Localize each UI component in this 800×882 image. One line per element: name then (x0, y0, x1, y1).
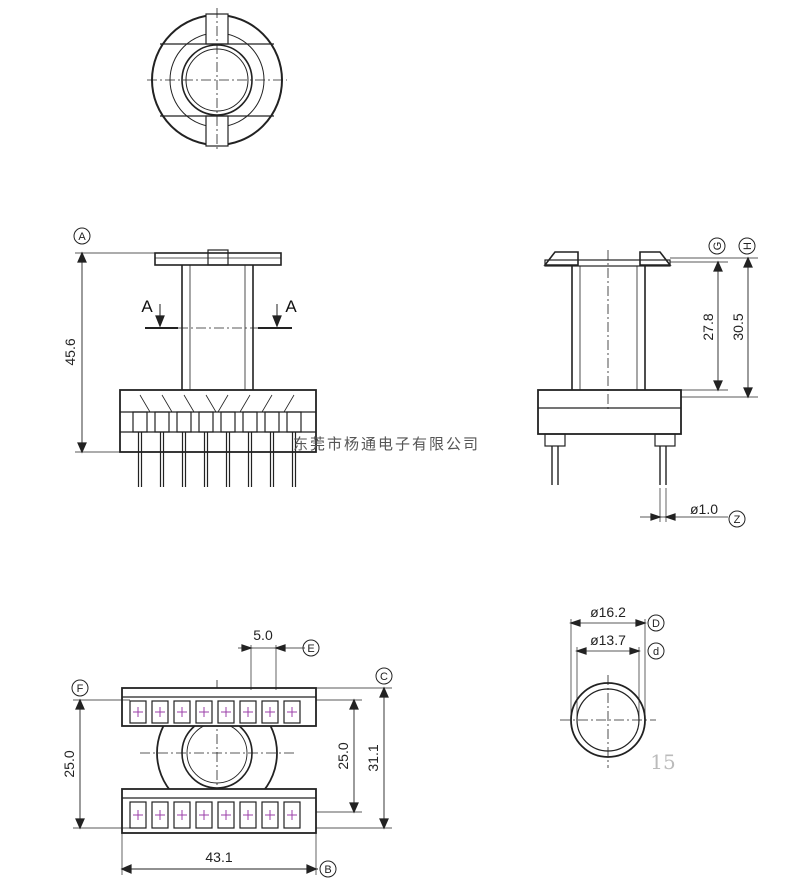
front-pin (261, 394, 280, 487)
company-watermark: 东莞市杨通电子有限公司 (293, 435, 480, 453)
core-section-view (560, 614, 665, 768)
pin-slot (173, 801, 191, 829)
front-pin (176, 394, 195, 487)
datum-a-marker (73, 227, 91, 245)
pin-slot (173, 700, 191, 724)
pin-pitch-label: 5.0 (253, 627, 273, 643)
datum-f-label: F (77, 683, 84, 695)
pin-slot (283, 801, 301, 829)
pin-slot (261, 700, 279, 724)
pin-slot (195, 801, 213, 829)
section-a-left-label: A (141, 297, 153, 316)
datum-d-upper-label: D (652, 618, 660, 630)
pin-slot (283, 700, 301, 724)
datum-d-lower-label: d (653, 646, 659, 658)
front-view (73, 227, 317, 487)
pin-slot (261, 801, 279, 829)
front-pin (283, 394, 302, 487)
bottom-view (71, 639, 393, 878)
side-view (537, 237, 758, 528)
pin-slot (217, 700, 235, 724)
pin-diameter-label: ø1.0 (690, 501, 718, 517)
pin-slot (151, 700, 169, 724)
inner-diameter-label: ø13.7 (590, 632, 626, 648)
overall-width-label: 43.1 (205, 849, 232, 865)
pin-slot (217, 801, 235, 829)
row-spacing-right-label: 25.0 (335, 742, 351, 769)
pin-slot (151, 801, 169, 829)
top-view (147, 8, 287, 152)
datum-e-label: E (307, 643, 314, 655)
row-spacing-left-label: 25.0 (61, 750, 77, 777)
front-pin (198, 394, 217, 487)
datum-c-label: C (380, 671, 388, 683)
winding-height-label: 27.8 (700, 313, 716, 340)
outer-diameter-label: ø16.2 (590, 604, 626, 620)
height-dimension-label: 45.6 (62, 338, 78, 365)
pin-slot (129, 700, 147, 724)
datum-z-label: Z (734, 514, 741, 526)
datum-h-label: H (742, 242, 754, 250)
pin-slot (129, 801, 147, 829)
pin-slot (195, 700, 213, 724)
overall-depth-label: 31.1 (365, 744, 381, 771)
front-pin (239, 394, 258, 487)
section-a-right-label: A (285, 297, 297, 316)
front-pin (132, 394, 151, 487)
front-pin (217, 394, 236, 487)
datum-b-label: B (324, 864, 331, 876)
pin-slot (239, 801, 257, 829)
body-height-label: 30.5 (730, 313, 746, 340)
page-number: 15 (650, 750, 675, 774)
datum-g-label: G (712, 242, 724, 251)
pin-slot (239, 700, 257, 724)
datum-a-label: A (78, 231, 86, 243)
front-pin (154, 394, 173, 487)
